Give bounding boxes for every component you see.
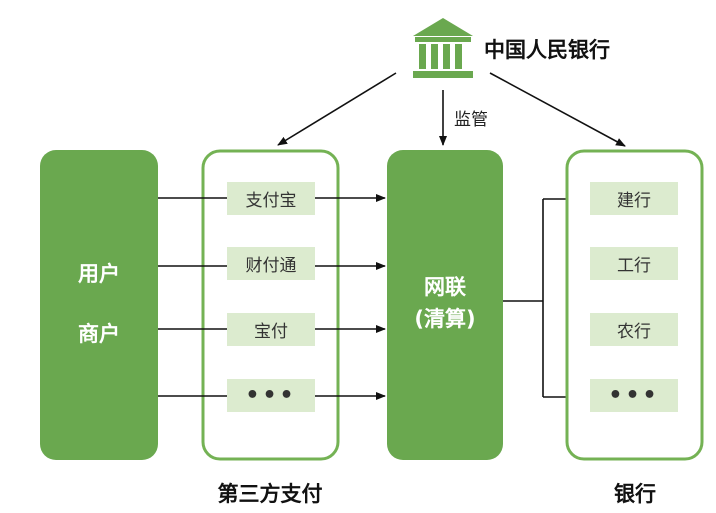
third-party-pill-1 bbox=[227, 247, 315, 280]
banks-caption: 银行 bbox=[614, 482, 656, 506]
bank-pill-3 bbox=[590, 379, 678, 412]
bank-pill-0 bbox=[590, 182, 678, 215]
users-label: 用户 bbox=[78, 262, 120, 286]
third-party-pill-2 bbox=[227, 313, 315, 346]
bank-item-icbc: 工行 bbox=[617, 256, 651, 276]
clearing-subtitle: (清算) bbox=[414, 307, 476, 331]
third-party-caption: 第三方支付 bbox=[217, 482, 323, 506]
third-party-pill-3 bbox=[227, 379, 315, 412]
users-box bbox=[40, 150, 158, 460]
bank-building-icon bbox=[413, 18, 473, 78]
bank-item-more: ••• bbox=[608, 383, 660, 408]
third-party-item-tenpay: 财付通 bbox=[245, 256, 297, 276]
third-party-pill-0 bbox=[227, 182, 315, 215]
arrow-regulator-to-banks bbox=[489, 72, 626, 147]
clearing-title: 网联 bbox=[424, 275, 466, 299]
bank-pill-1 bbox=[590, 247, 678, 280]
bank-pill-2 bbox=[590, 313, 678, 346]
regulator-name: 中国人民银行 bbox=[484, 38, 610, 62]
third-party-item-baofoo: 宝付 bbox=[254, 322, 288, 342]
arrow-regulator-to-third-party bbox=[277, 72, 397, 146]
third-party-item-alipay: 支付宝 bbox=[245, 191, 297, 211]
bank-item-ccb: 建行 bbox=[617, 191, 651, 211]
bank-item-abc: 农行 bbox=[617, 322, 651, 342]
third-party-item-more: ••• bbox=[245, 383, 297, 408]
merchants-label: 商户 bbox=[78, 322, 120, 346]
clearing-box bbox=[387, 150, 503, 460]
supervision-label: 监管 bbox=[454, 109, 488, 130]
